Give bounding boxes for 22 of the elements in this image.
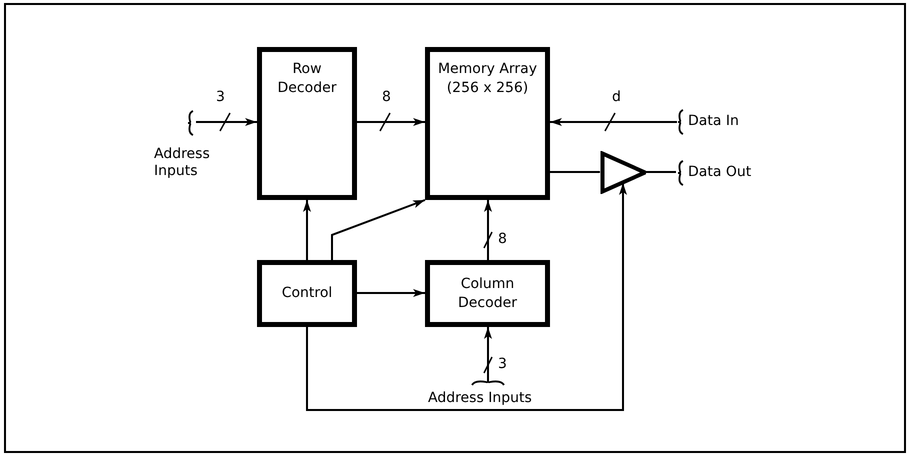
block-label: Memory Array (256 x 256) <box>436 60 538 98</box>
terminal-label: Data In <box>688 113 739 130</box>
block-box <box>257 260 357 327</box>
block-box <box>425 47 550 200</box>
block-box <box>425 260 550 327</box>
block-box <box>257 47 357 200</box>
terminal-label: Address Inputs <box>428 390 532 407</box>
block-label: Column Decoder <box>457 274 518 312</box>
arrow <box>196 118 257 126</box>
arrow <box>550 118 677 126</box>
arrow <box>303 200 311 260</box>
terminal-label: Address Inputs <box>154 146 211 180</box>
arrow <box>331 199 426 260</box>
terminal-label: Data Out <box>688 164 752 181</box>
arrow <box>484 327 492 382</box>
block-label: Control <box>282 284 332 303</box>
arrow <box>306 183 627 411</box>
block-label: Row Decoder <box>276 60 338 98</box>
buffer-triangle <box>600 151 646 194</box>
arrow <box>357 289 425 297</box>
arrow <box>484 200 492 260</box>
arrow <box>357 118 425 126</box>
